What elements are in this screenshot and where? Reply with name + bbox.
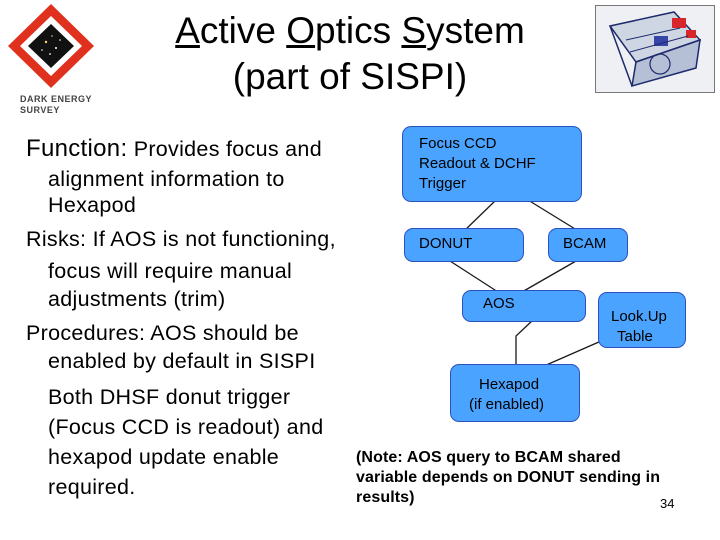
title-word-active: ctive (199, 10, 287, 51)
focus-ccd-line1: Focus CCD (419, 135, 497, 152)
focus-ccd-line3: Trigger (419, 175, 466, 192)
connector-focusccd-bcam (527, 199, 581, 233)
diagram-connectors (449, 199, 609, 367)
function-line3: Hexapod (48, 193, 137, 217)
connector-lookup-hexapod (543, 337, 609, 367)
logo-text-line1: DARK ENERGY (20, 94, 93, 104)
title-initial-o: O (286, 10, 316, 51)
connector-aos-hexapod (515, 319, 534, 366)
risks-line3: adjustments (trim) (48, 287, 226, 311)
risks-line2: focus will require manual (48, 259, 293, 283)
page-title: Active Optics System (part of SISPI) (130, 8, 570, 100)
node-hexapod: Hexapod (if enabled) (450, 364, 580, 422)
donut-label: DONUT (419, 235, 473, 252)
page-number: 34 (660, 496, 675, 511)
des-logo (6, 2, 96, 90)
risks-line1: Risks: If AOS is not functioning, (26, 227, 336, 251)
node-bcam: BCAM (548, 228, 628, 262)
both-line3: hexapod update enable (48, 445, 280, 469)
title-initial-s: S (401, 10, 427, 51)
title-initial-a: A (175, 10, 200, 51)
logo-text-line2: SURVEY (20, 105, 60, 115)
title-line1: Active Optics System (130, 8, 570, 54)
aos-label: AOS (483, 295, 515, 312)
lookup-line2: Table (617, 328, 653, 345)
both-line2: (Focus CCD is readout) and (48, 415, 324, 439)
node-donut: DONUT (404, 228, 524, 262)
node-aos: AOS (462, 290, 586, 322)
hexapod-line1: Hexapod (479, 376, 540, 393)
both-line4: required. (48, 475, 136, 499)
function-line2: alignment information to (48, 167, 285, 191)
bcam-label: BCAM (563, 235, 607, 252)
both-line1: Both DHSF donut trigger (48, 385, 291, 409)
connector-donut-aos (449, 260, 499, 293)
aos-flow-diagram: Focus CCD Readout & DCHF Trigger DONUT B… (340, 120, 720, 540)
procedures-line2: enabled by default in SISPI (48, 349, 316, 373)
connector-bcam-aos (521, 260, 577, 293)
note-line1: (Note: AOS query to BCAM shared (356, 449, 621, 466)
hexapod-line2: (if enabled) (469, 396, 545, 413)
diagram-note: (Note: AOS query to BCAM shared variable… (356, 448, 660, 508)
node-focus-ccd: Focus CCD Readout & DCHF Trigger (402, 126, 582, 202)
connector-focusccd-donut (462, 199, 497, 233)
function-line: Function: Provides focus and (26, 136, 322, 162)
function-text: Provides focus and (127, 137, 322, 161)
title-line2: (part of SISPI) (232, 56, 468, 97)
node-lookup-table: Look.Up Table (598, 292, 686, 348)
function-label: Function: (26, 135, 128, 162)
title-word-optics: ptics (315, 10, 402, 51)
focus-ccd-line2: Readout & DCHF (419, 155, 536, 172)
title-word-system: ystem (426, 10, 525, 51)
lookup-line1: Look.Up (611, 308, 667, 325)
note-line3: results) (356, 489, 415, 506)
procedures-line1: Procedures: AOS should be (26, 321, 299, 345)
telescope-image (595, 5, 715, 93)
note-line2: variable depends on DONUT sending in (356, 469, 661, 486)
logo-text: DARK ENERGY SURVEY (20, 94, 92, 116)
